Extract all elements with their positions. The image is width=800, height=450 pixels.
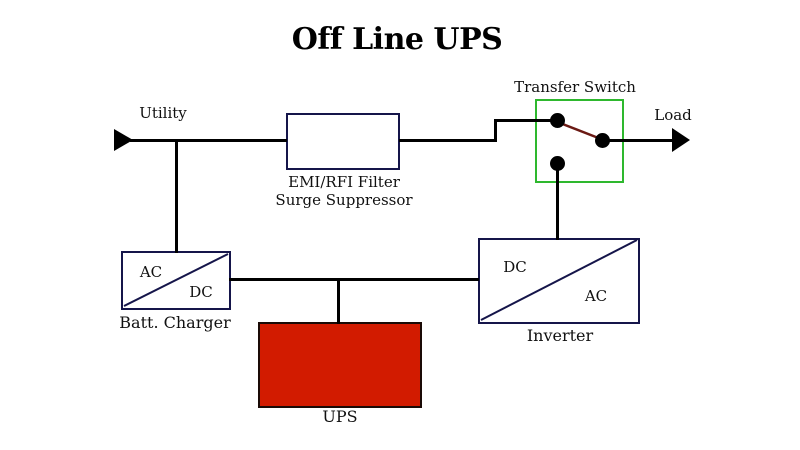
switch-to-inverter-line xyxy=(556,164,559,240)
load-line xyxy=(603,139,673,142)
ups-battery-box xyxy=(258,322,422,408)
switch-step-horizontal-line xyxy=(494,119,558,122)
filter-output-line xyxy=(399,139,497,142)
inverter-label: Inverter xyxy=(526,326,594,345)
load-label: Load xyxy=(654,106,692,124)
diagram-title: Off Line UPS xyxy=(291,22,503,57)
emi-filter-box xyxy=(286,113,400,170)
utility-label: Utility xyxy=(139,104,187,122)
charger-ac-label: AC xyxy=(139,263,163,281)
emi-filter-label-line2: Surge Suppressor xyxy=(275,191,413,209)
emi-filter-label-line1: EMI/RFI Filter xyxy=(288,173,400,191)
transfer-switch-label: Transfer Switch xyxy=(514,78,636,96)
inverter-box xyxy=(478,238,640,324)
inverter-dc-label: DC xyxy=(503,258,527,276)
batt-charger-box xyxy=(121,251,231,310)
batt-charger-label: Batt. Charger xyxy=(119,313,231,332)
inverter-ac-label: AC xyxy=(584,287,608,305)
emi-filter-label: EMI/RFI Filter Surge Suppressor xyxy=(275,173,412,209)
utility-branch-line xyxy=(175,139,178,253)
switch-contact-dot-inverter xyxy=(550,156,565,171)
charger-inverter-bus-line xyxy=(229,278,479,281)
utility-line xyxy=(130,139,287,142)
utility-arrowhead-icon xyxy=(114,129,133,151)
switch-step-vertical-line xyxy=(494,119,497,142)
ups-label: UPS xyxy=(322,407,358,426)
charger-dc-label: DC xyxy=(189,283,213,301)
load-arrowhead-icon xyxy=(672,128,690,152)
ups-branch-line xyxy=(337,278,340,324)
switch-contact-dot-utility xyxy=(550,113,565,128)
switch-contact-dot-output xyxy=(595,133,610,148)
